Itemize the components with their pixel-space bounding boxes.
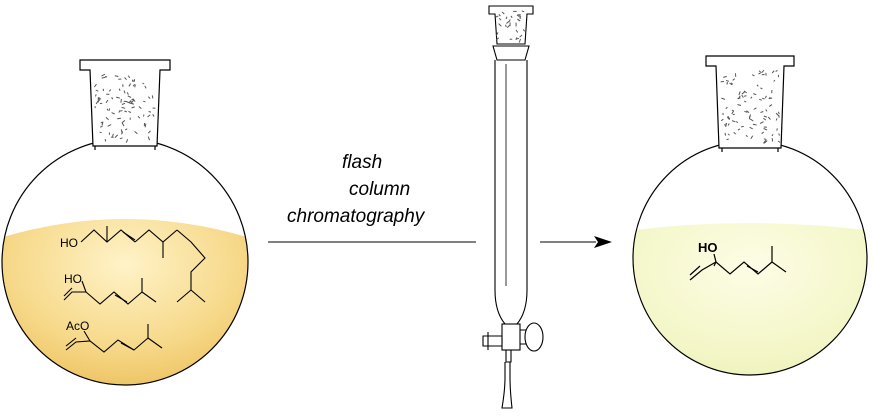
arrow-head-icon — [594, 236, 612, 248]
right-flask: HO — [632, 55, 868, 376]
left-flask-stopper — [79, 59, 171, 147]
chromatography-column — [482, 5, 544, 409]
column-stopper — [488, 5, 534, 45]
column-stopper-speckle — [495, 10, 526, 43]
left-label-ho-2: HO — [64, 272, 82, 286]
caption-line-2: column — [349, 179, 410, 200]
left-label-aco: AcO — [66, 319, 89, 333]
caption: flash column chromatography — [287, 152, 426, 227]
molecule-linalool-product — [689, 246, 787, 281]
caption-line-3: chromatography — [287, 206, 426, 227]
caption-line-1: flash — [342, 152, 382, 173]
left-flask-liquid — [2, 219, 248, 385]
right-flask-liquid — [633, 223, 867, 375]
right-label-ho: HO — [698, 240, 718, 255]
left-stopper-speckle — [94, 73, 156, 143]
left-label-ho-1: HO — [60, 236, 78, 250]
right-stopper-speckle — [720, 69, 781, 144]
right-flask-stopper — [705, 55, 795, 149]
molecule-geranylgeraniol — [80, 226, 206, 303]
molecule-linalool — [63, 278, 157, 305]
left-flask: HO HO AcO — [1, 59, 249, 386]
molecule-linalyl-acetate — [65, 324, 163, 353]
